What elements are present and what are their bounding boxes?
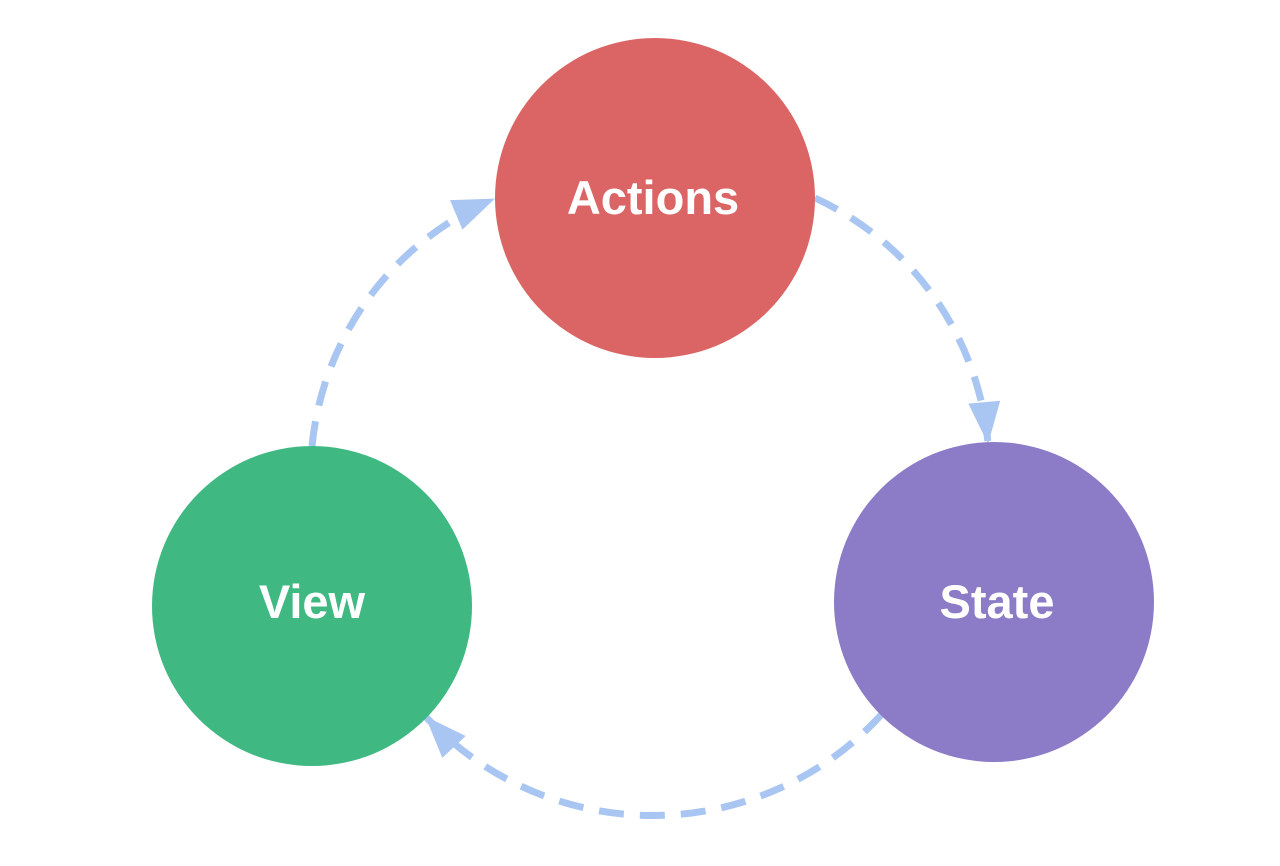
arrow-actions-to-state [813,194,1001,444]
state-node-label: State [940,575,1055,628]
view-node-circle [152,446,472,766]
actions-node-circle [495,38,815,358]
view-node-label: View [259,575,366,628]
state-node-circle [834,442,1154,762]
actions-node-label: Actions [567,171,739,224]
arrow-view-to-actions [308,195,496,447]
arrow-state-to-view [423,711,885,819]
